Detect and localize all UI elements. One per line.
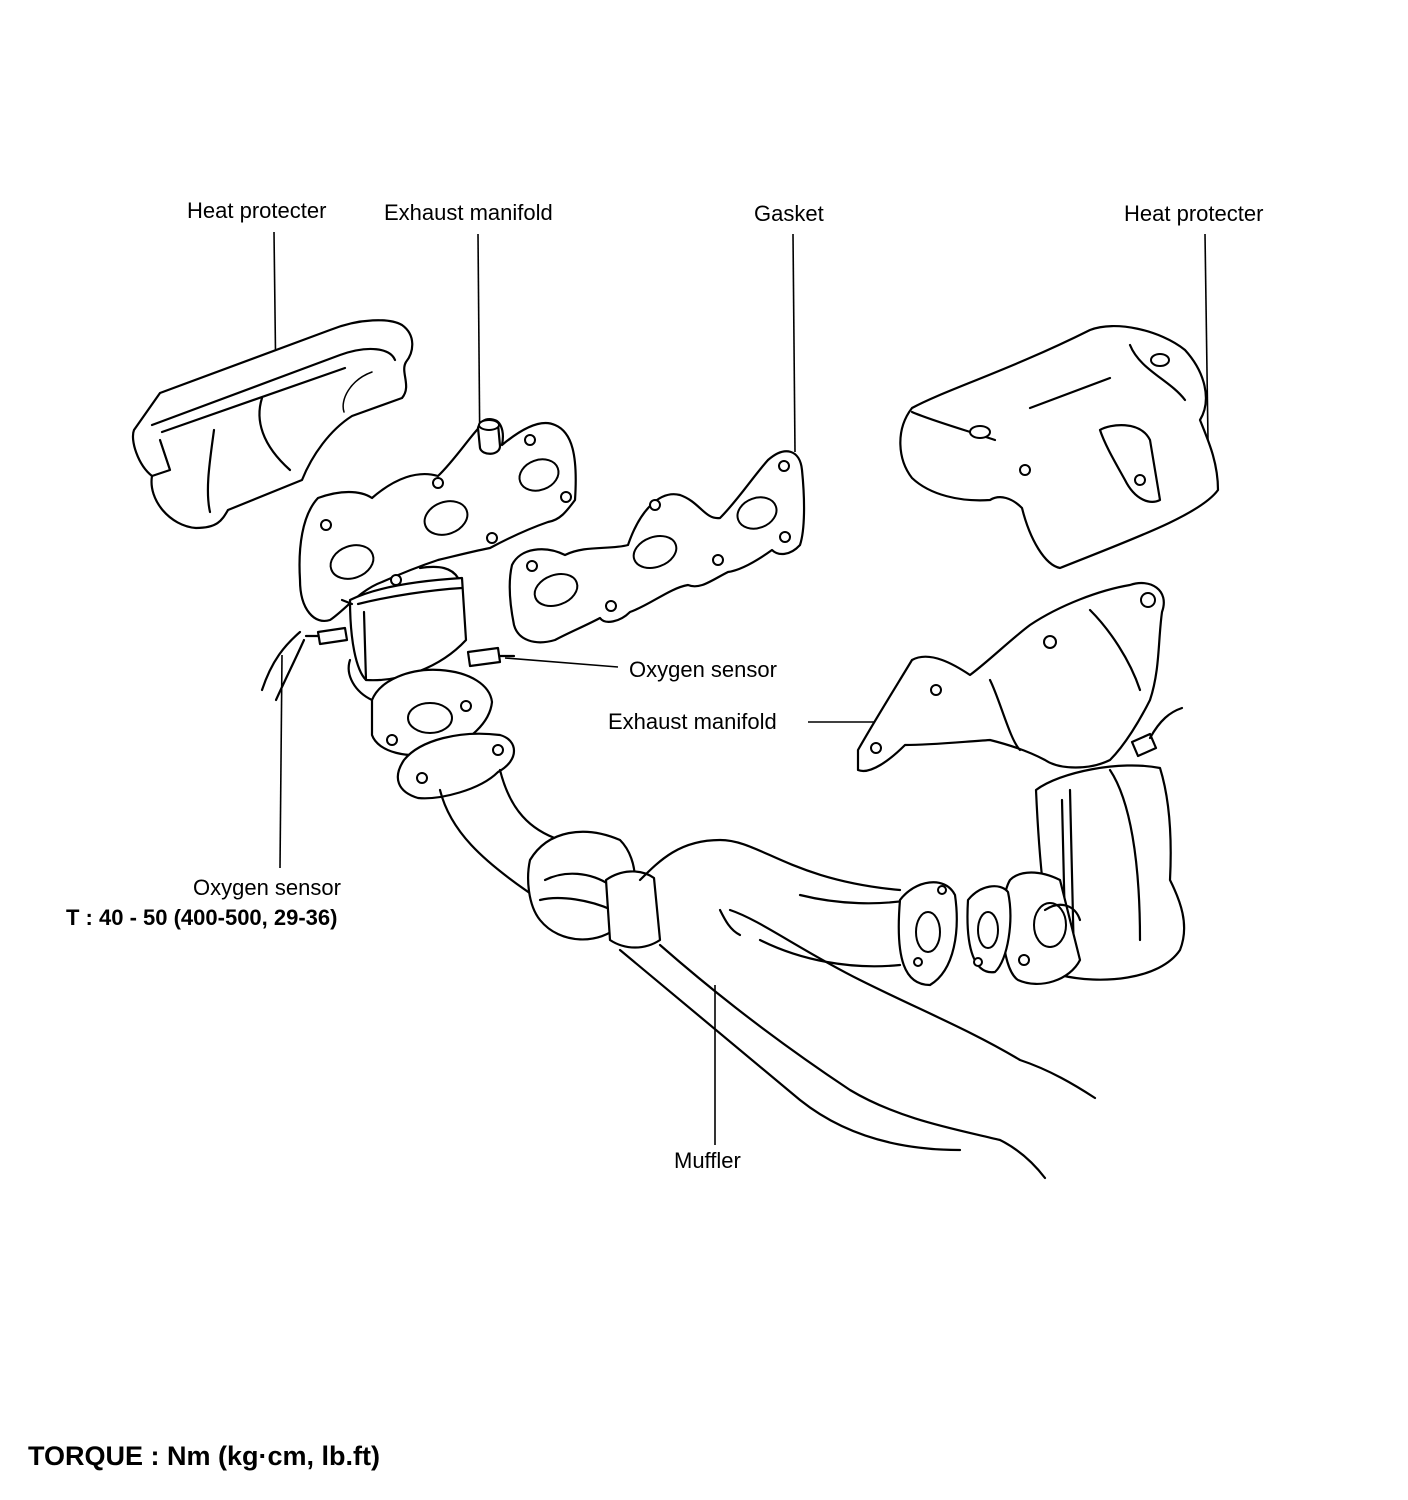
label-oxygen-sensor-left: Oxygen sensor — [193, 875, 341, 900]
label-exhaust-manifold-rear: Exhaust manifold — [608, 709, 777, 734]
gasket — [508, 450, 806, 644]
leader-oxygen-sensor-front — [504, 657, 619, 668]
label-gasket: Gasket — [754, 201, 824, 226]
label-oxygen-sensor-front: Oxygen sensor — [629, 657, 777, 682]
label-exhaust-manifold-top: Exhaust manifold — [384, 200, 553, 225]
leader-heat-protector-right — [1204, 233, 1209, 441]
label-muffler: Muffler — [674, 1148, 741, 1173]
torque-units-note: TORQUE : Nm (kg·cm, lb.ft) — [28, 1441, 381, 1471]
exhaust-manifold-front — [260, 418, 577, 757]
exhaust-manifold-rear — [856, 581, 1186, 985]
label-heat-protector-right: Heat protecter — [1124, 201, 1264, 226]
leader-gasket — [792, 233, 796, 453]
heat-protector-right — [899, 324, 1220, 570]
front-pipe — [396, 732, 1097, 1180]
heat-protector-left — [131, 319, 414, 530]
label-oxygen-sensor-torque: T : 40 - 50 (400-500, 29-36) — [66, 905, 338, 930]
label-heat-protector-left: Heat protecter — [187, 198, 327, 223]
leader-oxygen-sensor-left — [279, 654, 283, 869]
